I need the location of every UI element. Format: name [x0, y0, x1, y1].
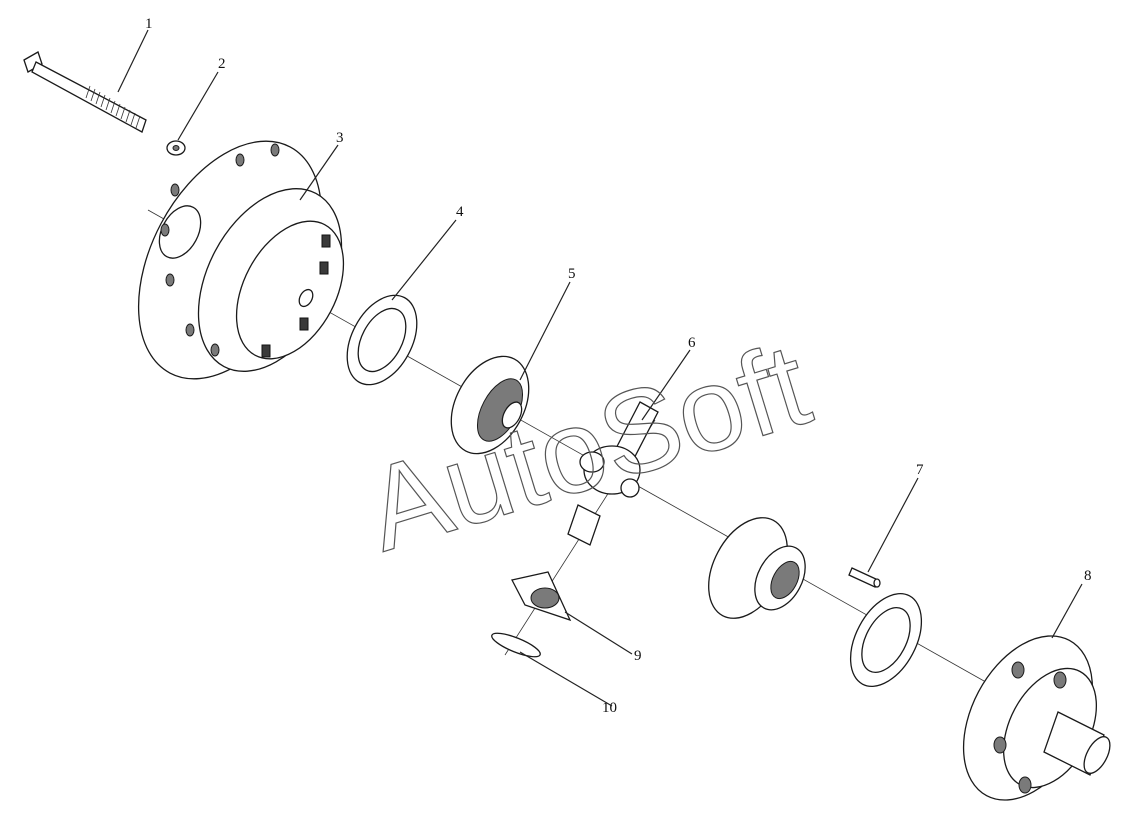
- part-4-thrust-washer: [346, 294, 418, 386]
- callout-10: 10: [602, 700, 617, 716]
- part-3-housing-flange: [137, 140, 345, 380]
- part-6-spider-cross: [567, 401, 659, 546]
- callout-1: 1: [145, 16, 153, 32]
- part-9-pinion-gear: [511, 571, 572, 622]
- callout-9: 9: [634, 648, 642, 664]
- callout-7: 7: [916, 462, 924, 478]
- callout-3: 3: [336, 130, 344, 146]
- part-10-washer: [491, 632, 541, 658]
- callout-5: 5: [568, 266, 576, 282]
- callout-4: 4: [456, 204, 464, 220]
- part-8-housing-half: [962, 635, 1111, 801]
- callout-2: 2: [218, 56, 226, 72]
- part-5-side-gear: [450, 355, 530, 455]
- part-7-pin: [848, 567, 881, 588]
- callout-6: 6: [688, 335, 696, 351]
- second-thrust-washer: [849, 593, 923, 687]
- part-2-nut: [166, 140, 186, 156]
- part-1-bolt: [23, 51, 147, 133]
- callout-8: 8: [1084, 568, 1092, 584]
- side-gear-hub: [708, 517, 806, 619]
- callout-leader-lines: [117, 29, 1083, 707]
